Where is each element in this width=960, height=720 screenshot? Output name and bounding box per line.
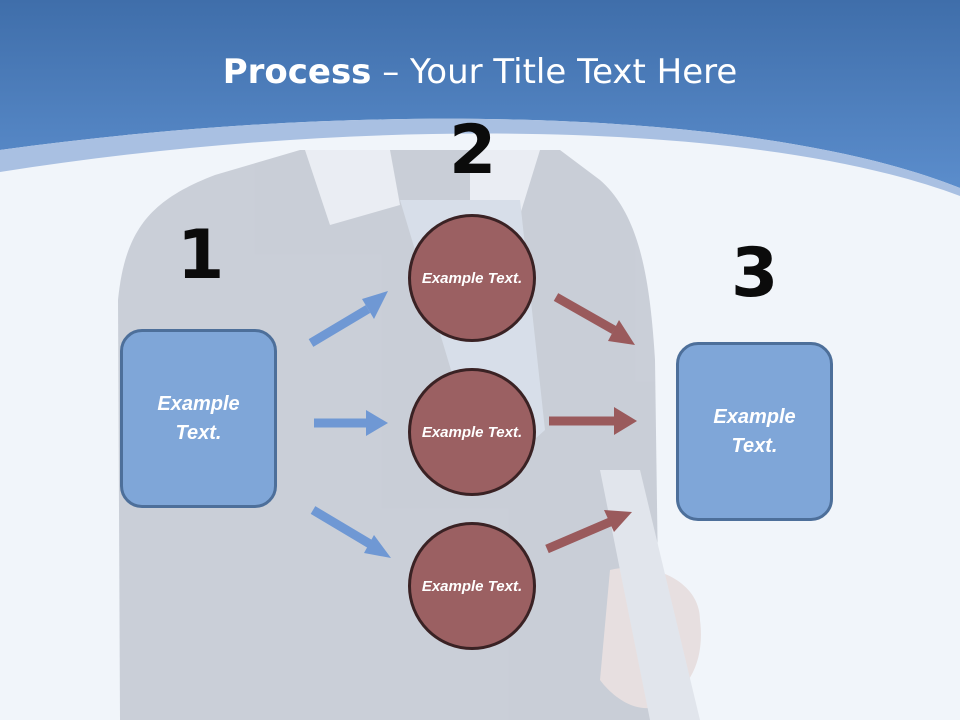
header-swoosh — [0, 118, 960, 196]
circle-bottom-text: Example Text. — [421, 577, 523, 595]
circle-bottom: Example Text. — [408, 522, 536, 650]
left-box: Example Text. — [120, 329, 277, 508]
header-band — [0, 0, 960, 188]
step-number-2: 2 — [449, 111, 497, 190]
step-number-1: 1 — [177, 216, 225, 295]
circle-middle-text: Example Text. — [421, 423, 523, 441]
slide-title: Process – Your Title Text Here — [0, 52, 960, 92]
right-box: Example Text. — [676, 342, 833, 521]
title-rest: – Your Title Text Here — [371, 52, 738, 92]
step-number-3: 3 — [731, 234, 779, 313]
circle-top: Example Text. — [408, 214, 536, 342]
title-bold: Process — [222, 52, 372, 92]
circle-top-text: Example Text. — [421, 269, 523, 287]
left-box-text: Example Text. — [157, 392, 240, 444]
circle-middle: Example Text. — [408, 368, 536, 496]
right-box-text: Example Text. — [713, 405, 796, 457]
